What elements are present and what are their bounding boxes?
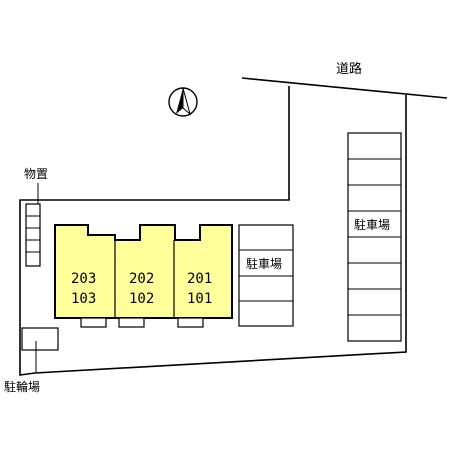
- bicycle-parking-area: [21, 327, 59, 351]
- apartment-building: 203 103 202 102 201 101: [54, 224, 233, 319]
- storage-label: 物置: [24, 167, 48, 181]
- balcony: [118, 317, 145, 328]
- parking-middle-label: 駐車場: [246, 256, 282, 271]
- parking-right-label: 駐車場: [354, 217, 390, 232]
- parking-middle: [238, 224, 294, 327]
- road-label: 道路: [336, 61, 362, 77]
- unit-number-upper: 201: [187, 271, 212, 287]
- parking-right: [347, 132, 402, 342]
- unit-number-upper: 203: [71, 271, 96, 287]
- bicycle-parking-label: 駐輪場: [4, 379, 40, 394]
- building-outline: [54, 224, 233, 319]
- north-arrow-icon: [168, 87, 198, 117]
- site-boundary: [19, 86, 407, 376]
- unit-number-lower: 101: [187, 291, 212, 307]
- balcony: [80, 317, 107, 328]
- unit-number-upper: 202: [129, 271, 154, 287]
- road-line: [241, 77, 448, 99]
- balcony: [177, 317, 204, 328]
- storage-unit: [25, 203, 41, 267]
- unit-number-lower: 102: [129, 291, 154, 307]
- unit-number-lower: 103: [71, 291, 96, 307]
